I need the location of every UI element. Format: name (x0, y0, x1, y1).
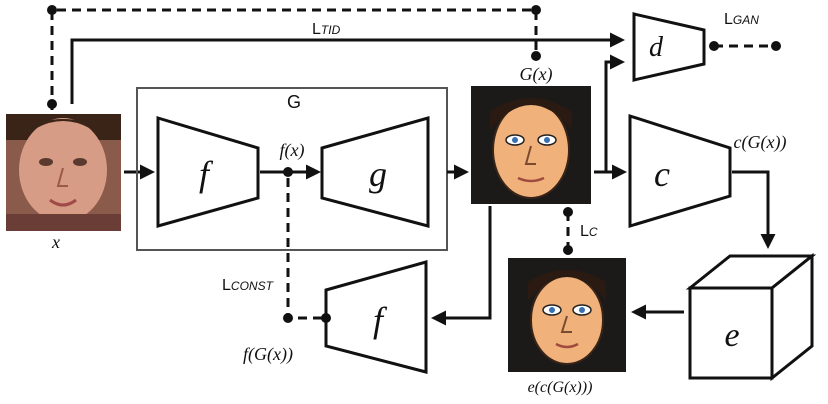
gan-loss-subscript: GAN (733, 13, 759, 27)
gan-loss-label: LGAN (724, 11, 759, 28)
const-loss-label: LCONST (222, 277, 275, 294)
e-label: e (724, 317, 739, 354)
input-photo (6, 114, 121, 231)
c-loss-connector (563, 207, 573, 255)
x-to-d-arrow (70, 32, 625, 104)
g-generator-label: g (369, 154, 387, 194)
x-label: x (51, 232, 60, 252)
f-encoder (156, 115, 260, 228)
G-label: G (287, 92, 301, 112)
g-generator (320, 116, 430, 228)
f-of-G-label: f(G(x)) (243, 344, 293, 365)
tid-loss-label: LTID (312, 21, 341, 38)
const-loss-subscript: CONST (231, 279, 275, 293)
f-of-x-label: f(x) (280, 140, 305, 161)
f-of-x-node (283, 167, 293, 177)
G-of-x-label: G(x) (520, 64, 553, 85)
const-loss-connector (283, 178, 331, 323)
reconstructed-cartoon (508, 258, 626, 372)
tid-loss-connector (47, 5, 541, 110)
c-to-e-arrow (732, 170, 776, 249)
f-encoder-2 (324, 260, 428, 374)
gan-loss-connector (709, 41, 781, 51)
d-label: d (649, 32, 664, 63)
G-box (136, 87, 448, 251)
c-loss-subscript: C (589, 225, 598, 239)
c-of-G-label: c(G(x)) (734, 132, 787, 153)
e-of-c-label: e(c(G(x))) (528, 379, 593, 396)
output-cartoon (471, 86, 591, 204)
output-to-d-arrow (604, 54, 625, 172)
c-loss-label: LC (580, 223, 598, 240)
e-cube (685, 252, 817, 382)
output-to-f2-arrow (431, 206, 492, 326)
tid-loss-subscript: TID (321, 23, 341, 37)
d-discriminator (632, 12, 706, 82)
c-label: c (654, 154, 670, 194)
c-encoder (628, 113, 732, 229)
